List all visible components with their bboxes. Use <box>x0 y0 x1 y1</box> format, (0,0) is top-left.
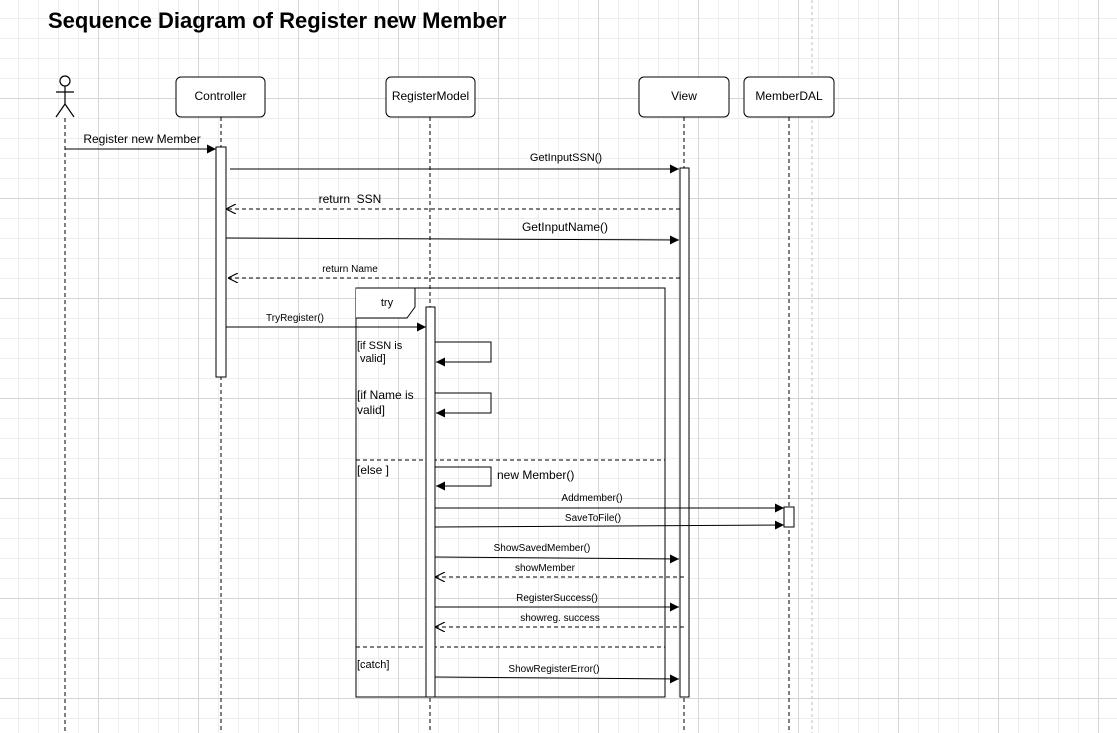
member-dal-activation <box>783 506 795 528</box>
message-new-member-label: new Member() <box>497 468 574 482</box>
participant-member-dal: MemberDAL <box>743 76 835 118</box>
message-register-success-label: RegisterSuccess() <box>516 593 598 604</box>
guard-name-line1: [if Name is <box>357 388 414 402</box>
message-show-member: showMember <box>435 563 684 577</box>
actor-icon <box>55 75 75 118</box>
guard-name-line2: valid] <box>357 403 385 417</box>
self-call-new-member: new Member() <box>435 466 574 491</box>
message-get-input-ssn: GetInputSSN() <box>230 152 679 174</box>
participant-register-model: RegisterModel <box>385 76 476 118</box>
message-return-ssn-label: return SSN <box>319 192 382 206</box>
view-activation <box>679 167 690 698</box>
message-show-member-label: showMember <box>515 563 576 574</box>
catch-label: [catch] <box>357 659 389 671</box>
message-show-reg-success: showreg. success <box>435 613 684 627</box>
message-try-register-label: TryRegister() <box>266 313 324 324</box>
message-return-ssn: return SSN <box>226 192 680 209</box>
message-register-new-member-label: Register new Member <box>83 132 200 146</box>
message-get-input-name-label: GetInputName() <box>522 220 608 234</box>
message-show-saved-member: ShowSavedMember() <box>434 543 680 564</box>
participant-view: View <box>638 76 730 118</box>
participant-member-dal-label: MemberDAL <box>755 89 823 103</box>
message-return-name: return Name <box>228 264 680 278</box>
participant-view-label: View <box>671 89 697 103</box>
message-add-member: Addmember() <box>435 493 784 513</box>
self-call-name-check <box>435 392 492 418</box>
message-add-member-label: Addmember() <box>561 493 622 504</box>
else-label: [else ] <box>357 463 389 477</box>
self-call-ssn-check <box>435 341 492 367</box>
message-show-saved-member-label: ShowSavedMember() <box>494 543 591 554</box>
message-get-input-ssn-label: GetInputSSN() <box>530 152 602 164</box>
message-show-reg-success-label: showreg. success <box>520 613 599 624</box>
message-register-new-member: Register new Member <box>65 132 216 154</box>
page-title: Sequence Diagram of Register new Member <box>48 8 507 33</box>
fragment-label: try <box>381 297 394 309</box>
participant-controller: Controller <box>175 76 266 118</box>
message-save-to-file-label: SaveToFile() <box>565 513 621 524</box>
try-fragment: try [if SSN is valid] [if Name is valid]… <box>355 287 666 698</box>
guard-ssn-line2: valid] <box>357 353 386 365</box>
participant-controller-label: Controller <box>194 89 246 103</box>
message-register-success: RegisterSuccess() <box>435 593 679 612</box>
controller-activation <box>215 146 227 378</box>
message-try-register: TryRegister() <box>226 313 426 332</box>
message-show-register-error: ShowRegisterError() <box>434 664 680 684</box>
message-show-register-error-label: ShowRegisterError() <box>508 664 599 675</box>
register-model-activation <box>425 306 436 698</box>
message-save-to-file: SaveToFile() <box>434 513 785 530</box>
message-get-input-name: GetInputName() <box>225 220 680 245</box>
message-return-name-label: return Name <box>322 264 378 275</box>
guard-ssn-line1: [if SSN is <box>357 340 403 352</box>
participant-register-model-label: RegisterModel <box>392 89 469 103</box>
